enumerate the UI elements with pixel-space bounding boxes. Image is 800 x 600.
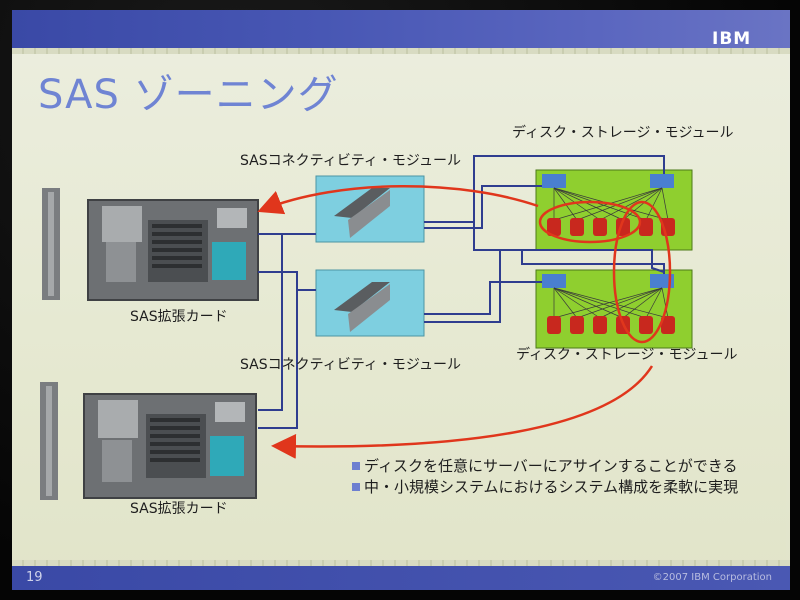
zoning-highlights [257,185,672,459]
bullet-text: 中・小規模システムにおけるシステム構成を柔軟に実現 [364,478,739,496]
storage-module-label-bottom: ディスク・ストレージ・モジュール [516,347,738,363]
blade-server-bottom [40,382,257,500]
expansion-card-label-top: SAS拡張カード [130,309,228,325]
ibm-logo: IBM [712,30,764,48]
storage-module-top [535,169,693,251]
connectivity-module-label-bottom: SASコネクティビティ・モジュール [240,357,461,373]
bullet-item: ディスクを任意にサーバーにアサインすることができる [352,456,772,477]
bullet-item: 中・小規模システムにおけるシステム構成を柔軟に実現 [352,477,772,498]
header-stripe [12,48,790,54]
connectivity-module-bottom [315,269,425,337]
storage-module-bottom [535,269,693,349]
bullet-text: ディスクを任意にサーバーにアサインすることができる [364,457,738,475]
storage-module-label-top: ディスク・ストレージ・モジュール [512,125,734,141]
bullet-square-icon [352,483,360,491]
expansion-card-label-bottom: SAS拡張カード [130,501,228,517]
bullet-list: ディスクを任意にサーバーにアサインすることができる 中・小規模システムにおけるシ… [352,456,772,498]
blade-server-top [42,188,259,301]
zoning-diagram [40,155,693,500]
slide-title: SAS ゾーニング [38,72,339,118]
copyright-notice: ©2007 IBM Corporation [652,572,772,583]
sas-cabling [258,155,665,429]
slide-header-bar: IBM [12,10,790,48]
slide-footer-bar: 19 ©2007 IBM Corporation [12,566,790,590]
connectivity-module-label-top: SASコネクティビティ・モジュール [240,153,461,169]
page-number: 19 [26,570,43,585]
bullet-square-icon [352,462,360,470]
footer-stripe [12,560,790,566]
slide: IBM SAS ゾーニング [12,10,790,590]
